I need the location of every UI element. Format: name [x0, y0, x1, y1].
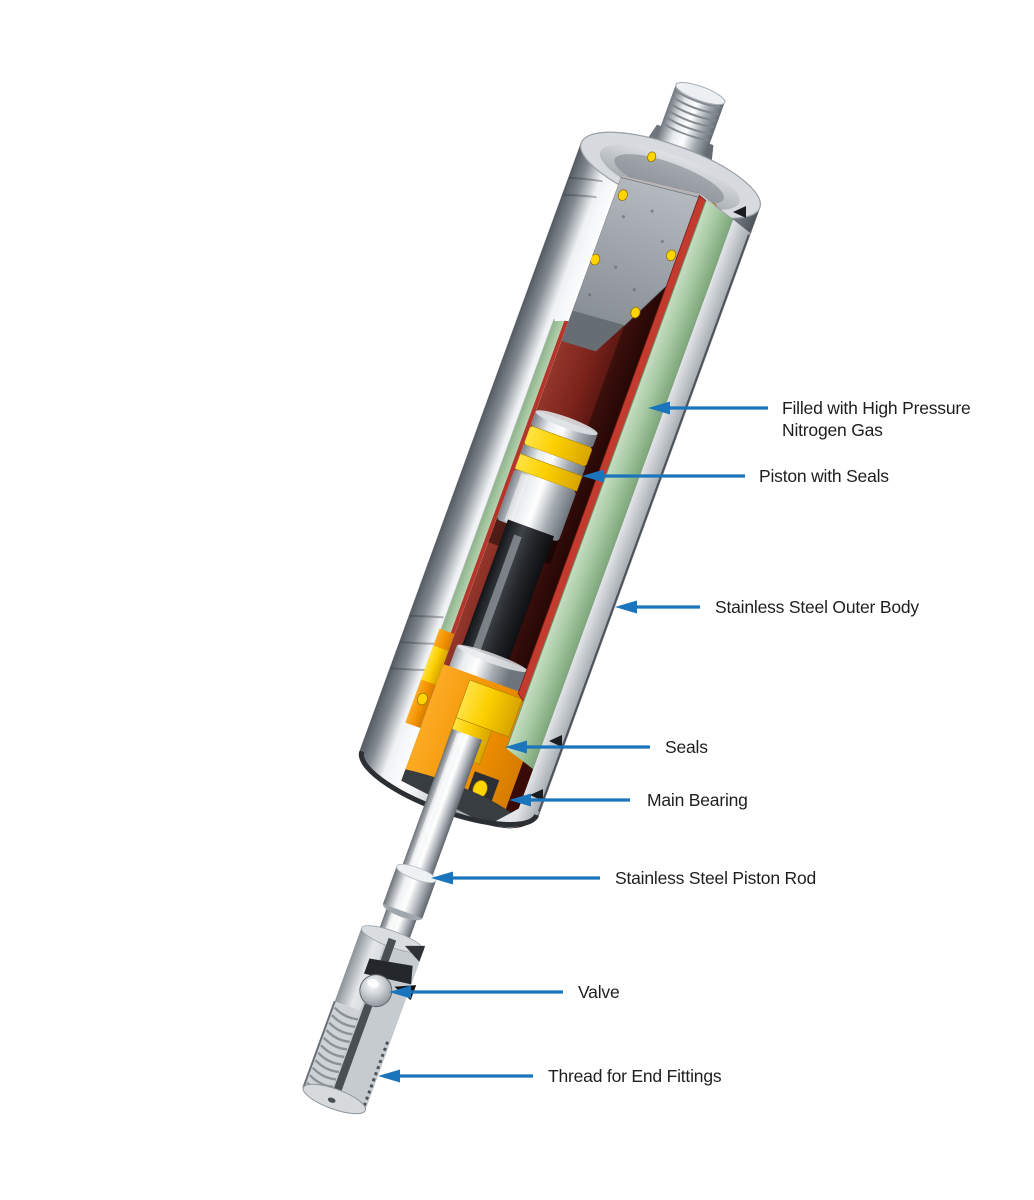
callout-label-piston-rod: Stainless Steel Piston Rod: [615, 868, 817, 888]
gas-spring-illustration: [302, 81, 761, 1115]
callout-arrow-piston-with-seals: [582, 469, 745, 483]
callout-arrow-thread: [378, 1069, 533, 1083]
callout-label-nitrogen-gas: Filled with High Pressure Nitrogen Gas: [782, 397, 971, 441]
callout-arrow-outer-body: [615, 600, 700, 614]
callout-label-thread: Thread for End Fittings: [548, 1066, 722, 1086]
seal-oring-dot: [416, 692, 428, 706]
callout-arrow-piston-rod: [431, 871, 600, 885]
callout-arrow-valve: [389, 985, 563, 999]
callout-arrow-seals: [505, 740, 650, 754]
callout-arrows: [378, 401, 768, 1083]
piston-rod-assembly: [302, 728, 483, 1115]
crimp-grooves: [390, 176, 603, 671]
callout-label-line: Nitrogen Gas: [782, 420, 883, 440]
thread-for-end-fittings: [302, 1000, 389, 1110]
callout-arrow-nitrogen-gas: [648, 401, 768, 415]
callout-label-seals: Seals: [665, 737, 708, 757]
valve-seat: [363, 958, 413, 985]
callout-label-outer-body: Stainless Steel Outer Body: [715, 597, 919, 617]
callout-label-main-bearing: Main Bearing: [647, 790, 748, 810]
liner-green: [506, 200, 734, 770]
callout-label-piston-with-seals: Piston with Seals: [759, 466, 889, 486]
steel-cut-face: [489, 219, 751, 828]
seal-oring-dot: [647, 151, 657, 162]
rod-end-fitting: [302, 925, 426, 1115]
callout-arrow-main-bearing: [509, 793, 630, 807]
plug-seal-dots: [590, 189, 677, 319]
callout-label-valve: Valve: [578, 982, 620, 1002]
rod-collar: [382, 863, 437, 921]
callout-label-line: Filled with High Pressure: [782, 398, 971, 418]
threaded-stud: [647, 81, 726, 162]
left-cut-strips: [405, 318, 569, 729]
wedge-markers: [530, 206, 746, 801]
